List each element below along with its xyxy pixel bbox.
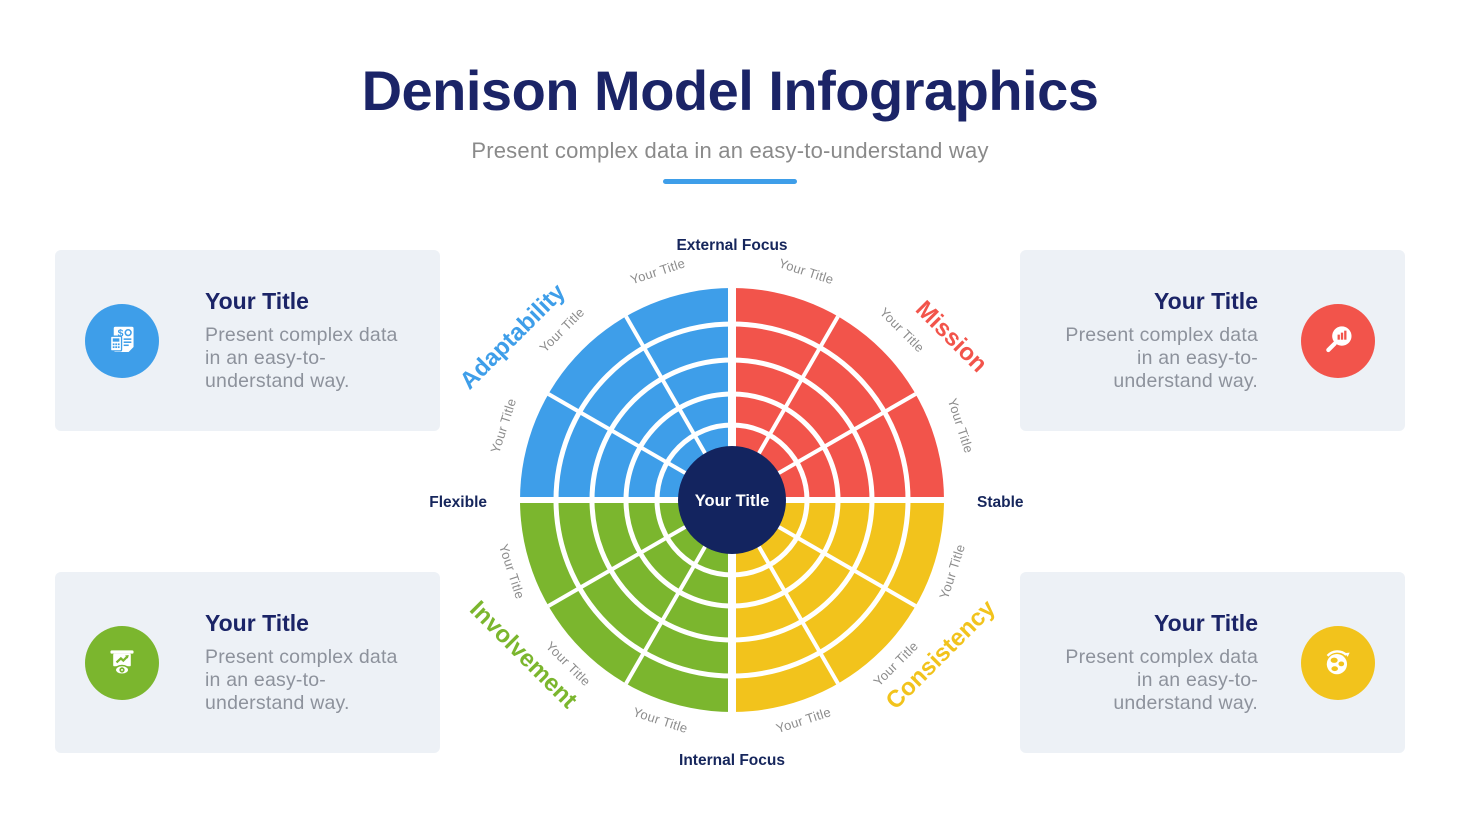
- card-title: Your Title: [205, 610, 309, 636]
- card-body: Present complex data in an easy-to-under…: [1065, 646, 1258, 714]
- denison-wheel-diagram: Your Title Your Title Your Title Your Ti…: [430, 237, 1024, 769]
- segment-label: Your Title: [628, 255, 687, 287]
- card-body: Present complex data in an easy-to-under…: [1065, 324, 1258, 392]
- card-body: Present complex data in an easy-to-under…: [205, 324, 398, 392]
- axis-labels: External Focus Internal Focus Flexible S…: [430, 237, 1024, 769]
- info-card-top-left: $ Your Title Present complex data in an …: [55, 250, 440, 431]
- finance-document-icon: $: [85, 303, 159, 378]
- search-chart-icon: [1301, 303, 1375, 378]
- center-label: Your Title: [695, 492, 770, 510]
- segment-label: Your Title: [777, 255, 836, 287]
- axis-label-flexible: Flexible: [430, 494, 487, 511]
- globe-icon-glyph: [1326, 649, 1350, 674]
- axis-label-external-focus: External Focus: [676, 237, 787, 254]
- info-card-bottom-left: Your Title Present complex data in an ea…: [55, 572, 440, 753]
- axis-label-stable: Stable: [977, 494, 1024, 511]
- finance-document-icon-glyph: $: [109, 326, 134, 352]
- segment-label: Your Title: [487, 396, 519, 455]
- page-subtitle: Present complex data in an easy-to-under…: [471, 138, 989, 163]
- segment-label: Your Title: [945, 396, 977, 455]
- card-body: Present complex data in an easy-to-under…: [205, 646, 398, 714]
- quadrant-name-mission: Mission: [910, 296, 992, 378]
- svg-text:$: $: [118, 328, 124, 339]
- accent-underline: [663, 179, 797, 184]
- search-chart-icon-glyph: [1326, 325, 1352, 352]
- axis-label-internal-focus: Internal Focus: [679, 752, 785, 769]
- page-title: Denison Model Infographics: [361, 59, 1099, 122]
- card-title: Your Title: [205, 288, 309, 314]
- growth-presentation-icon-glyph: [110, 649, 134, 675]
- card-title: Your Title: [1154, 610, 1258, 636]
- growth-presentation-icon: [85, 625, 159, 700]
- segment-label: Your Title: [936, 542, 968, 601]
- segment-label: Your Title: [496, 542, 528, 601]
- info-card-top-right: Your Title Present complex data in an ea…: [1020, 250, 1405, 431]
- card-title: Your Title: [1154, 288, 1258, 314]
- segment-label: Your Title: [631, 704, 690, 736]
- segment-label: Your Title: [774, 704, 833, 736]
- globe-icon: [1301, 625, 1375, 700]
- info-card-bottom-right: Your Title Present complex data in an ea…: [1020, 572, 1405, 753]
- center-circle: [678, 446, 786, 554]
- header: Denison Model Infographics Present compl…: [0, 60, 1460, 184]
